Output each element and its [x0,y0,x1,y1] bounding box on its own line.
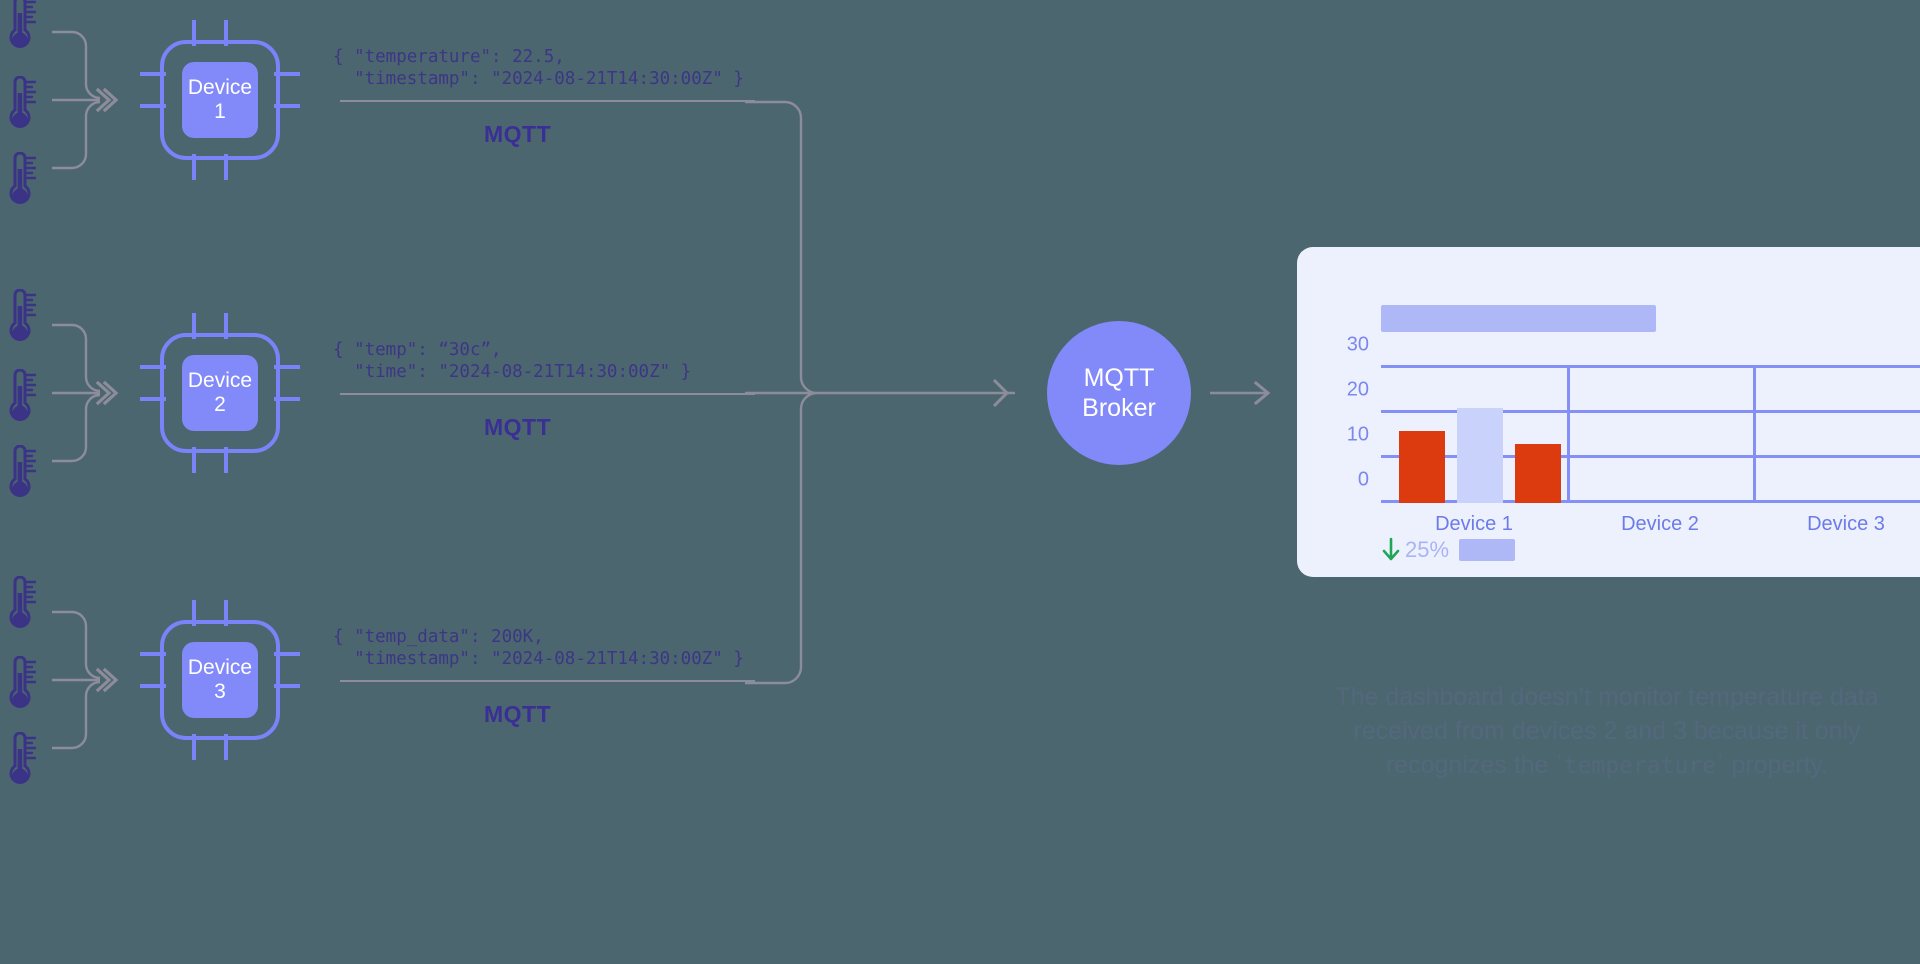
device-name-line1: Device [187,368,253,392]
chip-pin [274,652,300,656]
caption-part2: ˈ property. [1716,751,1829,779]
payload-json-2: { "temp": “30c”, "time": "2024-08-21T14:… [333,339,691,384]
device-chip-3[interactable]: Device 3 [140,600,300,760]
chip-pin [140,72,166,76]
chip-pin [140,684,166,688]
chip-pin [140,397,166,401]
chip-pin [192,600,196,626]
caption-part1: The dashboard doesn’t monitor temperatur… [1335,683,1879,779]
dashboard-title-placeholder [1381,305,1656,332]
axis-baseline [1381,500,1920,503]
protocol-label-3: MQTT [484,701,552,727]
chip-pin [224,600,228,626]
dashboard-caption: The dashboard doesn’t monitor temperatur… [1297,680,1917,782]
delta-legend-placeholder [1459,539,1516,561]
bar-device1-series1 [1399,431,1445,503]
delta-value: 25% [1405,537,1450,562]
thermometer-icon [2,731,37,792]
mqtt-connector-line [340,393,755,395]
sensor-aggregation-arrow [50,24,120,181]
device-name-line1: Device [187,75,253,99]
protocol-label-2: MQTT [484,414,552,440]
chip-pin [140,365,166,369]
chip-pin [224,734,228,760]
chip-pin [224,313,228,339]
thermometer-icon [2,288,37,349]
chip-pin [192,20,196,46]
payload-line-2: "time": "2024-08-21T14:30:00Z" } [333,362,692,383]
chip-outline [160,333,280,453]
device-name-line2: 2 [214,393,226,416]
chip-pin [224,154,228,180]
sensor-aggregation-arrow [50,604,120,761]
chip-pin [274,684,300,688]
chip-core-label: Device 2 [182,355,258,431]
device-chip-1[interactable]: Device 1 [140,20,300,180]
chip-pin [192,447,196,473]
device-chip-2[interactable]: Device 2 [140,313,300,473]
chip-pin [274,72,300,76]
thermometer-icon [2,151,37,212]
broker-label-line1: MQTT [1083,364,1155,392]
mqtt-connector-line [340,680,755,682]
gridline-10 [1381,455,1920,458]
x-tick-label-device-1: Device 1 [1435,513,1513,535]
thermometer-icon [2,655,37,716]
payload-line-1: { "temp": “30c”, [333,340,502,360]
protocol-label-1: MQTT [484,121,552,147]
chip-pin [140,104,166,108]
payload-json-1: { "temperature": 22.5, "timestamp": "202… [333,46,744,91]
chip-core-label: Device 3 [182,642,258,718]
broker-to-dashboard-arrow [1210,378,1280,413]
chip-pin [274,397,300,401]
chip-pin [274,104,300,108]
broker-bus-connector [745,100,1045,690]
payload-line-2: "timestamp": "2024-08-21T14:30:00Z" } [333,649,744,670]
y-tick-label: 20 [1346,378,1369,401]
y-tick-label: 10 [1346,423,1369,446]
gridline-20 [1381,410,1920,413]
broker-label-line2: Broker [1082,394,1156,422]
gridline-30 [1381,365,1920,368]
bar-device1-series3 [1515,444,1561,503]
device-name-line1: Device [187,655,253,679]
device-name-line2: 1 [214,100,226,123]
chip-pin [140,652,166,656]
dashboard-card[interactable]: 30 20 10 0 Device 1 Device 2 Device 3 25… [1297,247,1920,577]
category-divider [1567,365,1570,503]
thermometer-icon [2,575,37,636]
bar-device1-series2 [1457,408,1503,503]
chip-outline [160,40,280,160]
x-tick-label-device-2: Device 2 [1621,513,1699,535]
temperature-bar-chart: 30 20 10 0 Device 1 Device 2 Device 3 [1347,334,1920,535]
thermometer-icon [2,0,37,56]
device-name-line2: 3 [214,680,226,703]
sensor-aggregation-arrow [50,317,120,474]
chip-outline [160,620,280,740]
caption-code-token: temperature [1563,753,1717,779]
thermometer-icon [2,75,37,136]
thermometer-icon [2,368,37,429]
y-tick-label: 30 [1346,333,1369,356]
arrow-down-icon [1382,537,1400,561]
mqtt-broker-node[interactable]: MQTT Broker [1047,321,1191,465]
payload-line-1: { "temp_data": 200K, [333,627,544,647]
chip-pin [192,154,196,180]
chip-pin [192,734,196,760]
payload-json-3: { "temp_data": 200K, "timestamp": "2024-… [333,626,744,671]
y-tick-label: 0 [1357,468,1369,491]
chip-pin [224,20,228,46]
chip-pin [224,447,228,473]
payload-line-1: { "temperature": 22.5, [333,47,565,67]
chip-core-label: Device 1 [182,62,258,138]
chip-pin [192,313,196,339]
thermometer-icon [2,444,37,505]
delta-indicator: 25% [1381,537,1516,563]
mqtt-connector-line [340,100,755,102]
category-divider [1753,365,1756,503]
payload-line-2: "timestamp": "2024-08-21T14:30:00Z" } [333,69,744,90]
x-tick-label-device-3: Device 3 [1807,513,1885,535]
chip-pin [274,365,300,369]
